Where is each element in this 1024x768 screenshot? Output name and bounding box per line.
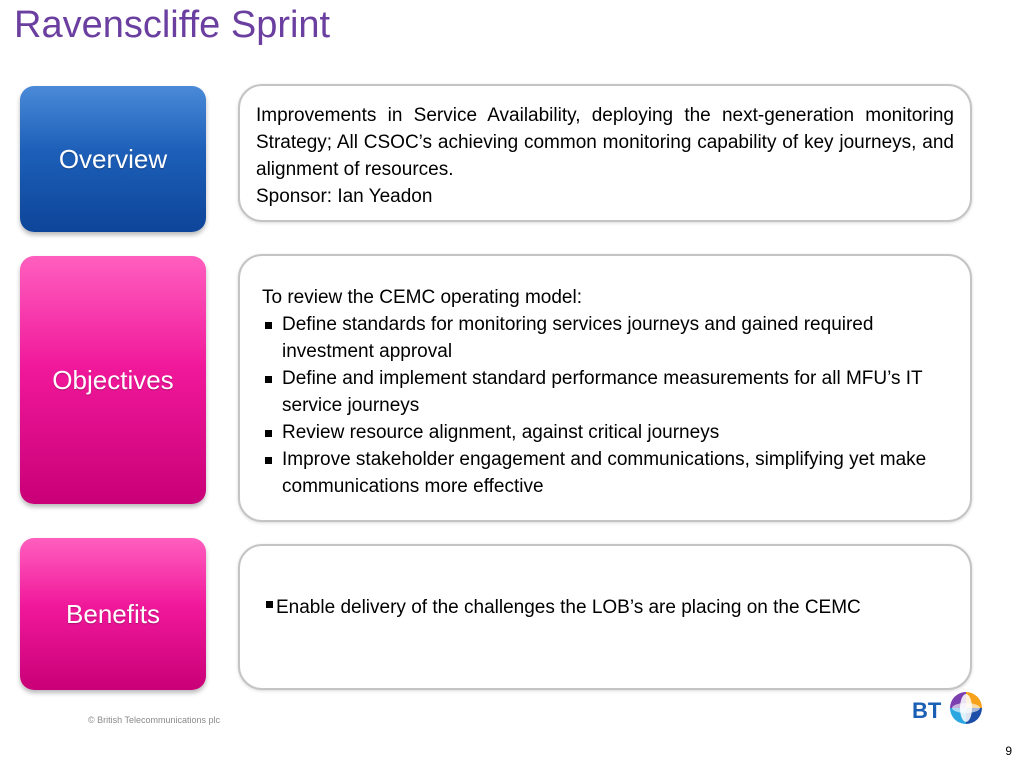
benefits-tab: Benefits xyxy=(20,538,206,690)
objectives-tab: Objectives xyxy=(20,256,206,504)
list-item: Improve stakeholder engagement and commu… xyxy=(262,446,940,500)
list-item: Define standards for monitoring services… xyxy=(262,311,940,365)
benefits-card: Enable delivery of the challenges the LO… xyxy=(238,544,972,690)
copyright-text: © British Telecommunications plc xyxy=(88,715,221,725)
bullet-icon xyxy=(266,601,273,609)
objectives-tab-label: Objectives xyxy=(52,364,174,395)
page-number: 9 xyxy=(1005,744,1012,758)
objectives-list: Define standards for monitoring services… xyxy=(262,311,940,500)
bt-globe-logo-icon: BT xyxy=(912,692,982,724)
overview-tab-label: Overview xyxy=(58,143,168,174)
objectives-intro: To review the CEMC operating model: xyxy=(262,287,582,308)
overview-card: Improvements in Service Availability, de… xyxy=(238,84,972,222)
benefits-text: Enable delivery of the challenges the LO… xyxy=(276,597,861,618)
benefits-item: Enable delivery of the challenges the LO… xyxy=(266,594,940,621)
objectives-card: To review the CEMC operating model: Defi… xyxy=(238,254,972,522)
page-title: Ravenscliffe Sprint xyxy=(14,4,331,46)
overview-tab: Overview xyxy=(20,86,206,232)
list-item: Define and implement standard performanc… xyxy=(262,365,940,419)
benefits-tab-label: Benefits xyxy=(66,598,160,629)
overview-text: Improvements in Service Availability, de… xyxy=(256,105,954,180)
overview-sponsor: Sponsor: Ian Yeadon xyxy=(256,186,433,207)
list-item: Review resource alignment, against criti… xyxy=(262,419,940,446)
logo-text: BT xyxy=(912,698,942,723)
